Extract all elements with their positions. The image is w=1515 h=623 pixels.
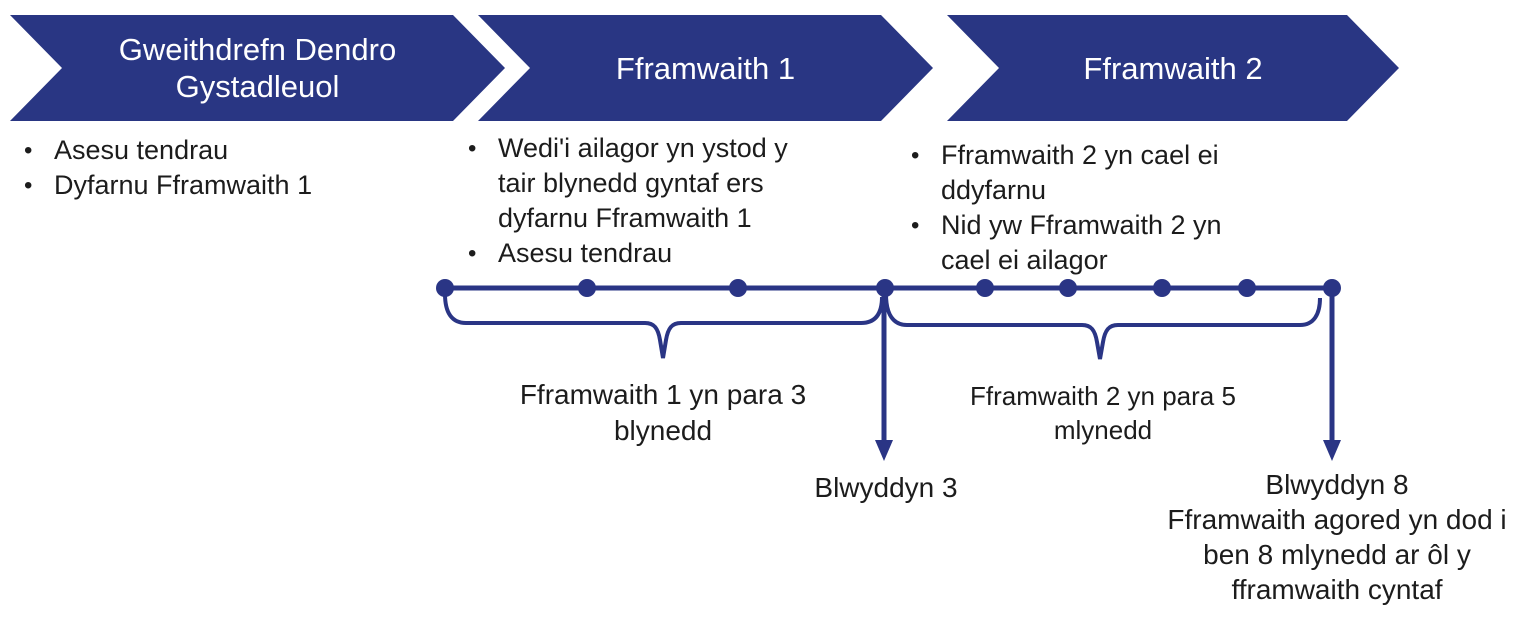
list-item: • Asesu tendrau <box>462 236 822 271</box>
list-item: • Nid yw Fframwaith 2 yn cael ei ailagor <box>905 208 1235 278</box>
bullet-icon: • <box>911 212 920 239</box>
duration-label-fframwaith-2: Fframwaith 2 yn para 5 mlynedd <box>970 381 1236 445</box>
list-item: • Wedi'i ailagor yn ystod y tair blynedd… <box>462 131 822 236</box>
bullet-text: Dyfarnu Fframwaith 1 <box>54 170 313 200</box>
bullet-icon: • <box>911 142 920 169</box>
year-3-arrow <box>875 296 893 461</box>
bullet-text: Asesu tendrau <box>498 238 673 268</box>
list-item: • Dyfarnu Fframwaith 1 <box>18 168 448 203</box>
chevron-fframwaith-1: Fframwaith 1 <box>478 15 933 121</box>
list-item: • Asesu tendrau <box>18 133 448 168</box>
bullet-text: Fframwaith 2 yn cael ei ddyfarnu <box>941 140 1219 205</box>
chevron-fframwaith-2: Fframwaith 2 <box>947 15 1399 121</box>
bullet-icon: • <box>24 137 33 164</box>
chevron-title: Gweithdrefn Dendro Gystadleuol <box>118 32 397 104</box>
arrowhead-icon <box>875 440 893 461</box>
year-8-annotation: Blwyddyn 8 Fframwaith agored yn dod i be… <box>1163 467 1511 607</box>
bullet-icon: • <box>468 240 477 267</box>
brace-fframwaith-1 <box>443 293 884 359</box>
bullet-text: Nid yw Fframwaith 2 yn cael ei ailagor <box>941 210 1222 275</box>
bullet-icon: • <box>468 135 477 162</box>
year-8-label: Blwyddyn 8 <box>1265 469 1409 500</box>
stage-2-bullet-list: • Wedi'i ailagor yn ystod y tair blynedd… <box>462 131 822 271</box>
arrowhead-icon <box>1323 440 1341 461</box>
year-8-note: Fframwaith agored yn dod i ben 8 mlynedd… <box>1167 504 1507 605</box>
year-3-label: Blwyddyn 3 <box>814 472 958 503</box>
brace-fframwaith-2 <box>884 293 1322 360</box>
bullet-text: Wedi'i ailagor yn ystod y tair blynedd g… <box>498 133 788 233</box>
chevron-title: Fframwaith 1 <box>615 50 796 86</box>
year-8-arrow <box>1323 296 1341 461</box>
duration-label-fframwaith-1: Fframwaith 1 yn para 3 blynedd <box>519 379 807 446</box>
bullet-icon: • <box>24 172 33 199</box>
chevron-title: Fframwaith 2 <box>1083 50 1263 86</box>
stage-1-bullet-list: • Asesu tendrau • Dyfarnu Fframwaith 1 <box>18 133 448 203</box>
timeline-dots <box>436 279 1341 297</box>
stage-3-bullet-list: • Fframwaith 2 yn cael ei ddyfarnu • Nid… <box>905 138 1235 278</box>
list-item: • Fframwaith 2 yn cael ei ddyfarnu <box>905 138 1235 208</box>
bullet-text: Asesu tendrau <box>54 135 229 165</box>
chevron-gweithdrefn-dendro: Gweithdrefn Dendro Gystadleuol <box>10 15 505 121</box>
